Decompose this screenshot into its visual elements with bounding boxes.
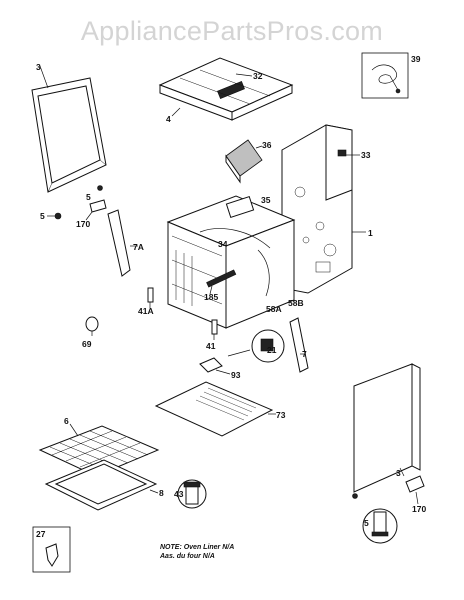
hinge-7a — [107, 209, 138, 277]
label-7a: 7A — [133, 242, 144, 252]
label-3-right: 3 — [396, 468, 401, 478]
label-4: 4 — [166, 114, 171, 124]
wire-harness-box — [361, 52, 409, 99]
screw-5-left — [47, 185, 103, 220]
label-8: 8 — [159, 488, 164, 498]
label-32: 32 — [253, 71, 263, 81]
label-27: 27 — [36, 529, 46, 539]
broiler-pan — [44, 459, 159, 511]
screw-5-right — [352, 493, 398, 544]
label-34: 34 — [218, 239, 228, 249]
part-27-box — [32, 526, 71, 573]
label-170-right: 170 — [412, 504, 426, 514]
label-5-mid: 5 — [86, 192, 91, 202]
label-43: 43 — [174, 489, 184, 499]
part-41a — [147, 287, 154, 308]
note-line-1: NOTE: Oven Liner N/A — [160, 544, 234, 551]
part-21-detail — [227, 329, 285, 363]
part-43 — [177, 479, 207, 509]
hinge-7 — [289, 317, 309, 373]
label-39: 39 — [411, 54, 421, 64]
label-5-left: 5 — [40, 211, 45, 221]
label-41: 41 — [206, 341, 216, 351]
note-line-2: Aas. du four N/A — [159, 553, 215, 560]
watermark-text: AppliancePartsPros.com — [81, 16, 383, 46]
label-58b: 58B — [288, 298, 304, 308]
label-3-top: 3 — [36, 62, 41, 72]
label-185: 185 — [204, 292, 218, 302]
cooktop-support — [158, 57, 294, 121]
side-panel-right — [353, 363, 421, 493]
back-panel — [281, 124, 366, 294]
label-33: 33 — [361, 150, 371, 160]
label-93: 93 — [231, 370, 241, 380]
label-7: 7 — [302, 349, 307, 359]
label-170-left: 170 — [76, 219, 90, 229]
label-21: 21 — [267, 345, 277, 355]
label-5-right: 5 — [364, 518, 369, 528]
side-panel-left — [31, 65, 107, 193]
label-41a: 41A — [138, 306, 154, 316]
oven-cavity — [166, 195, 296, 329]
label-6: 6 — [64, 416, 69, 426]
bracket-170-right — [405, 475, 425, 505]
label-73: 73 — [276, 410, 286, 420]
part-93 — [199, 357, 231, 375]
part-69 — [85, 316, 99, 336]
label-36: 36 — [262, 140, 272, 150]
bracket-170-left — [85, 199, 107, 221]
label-35: 35 — [261, 195, 271, 205]
part-36-vent — [225, 139, 263, 184]
bottom-panel — [154, 381, 276, 437]
label-58a: 58A — [266, 304, 282, 314]
label-1: 1 — [368, 228, 373, 238]
label-69: 69 — [82, 339, 92, 349]
part-41 — [211, 319, 218, 340]
